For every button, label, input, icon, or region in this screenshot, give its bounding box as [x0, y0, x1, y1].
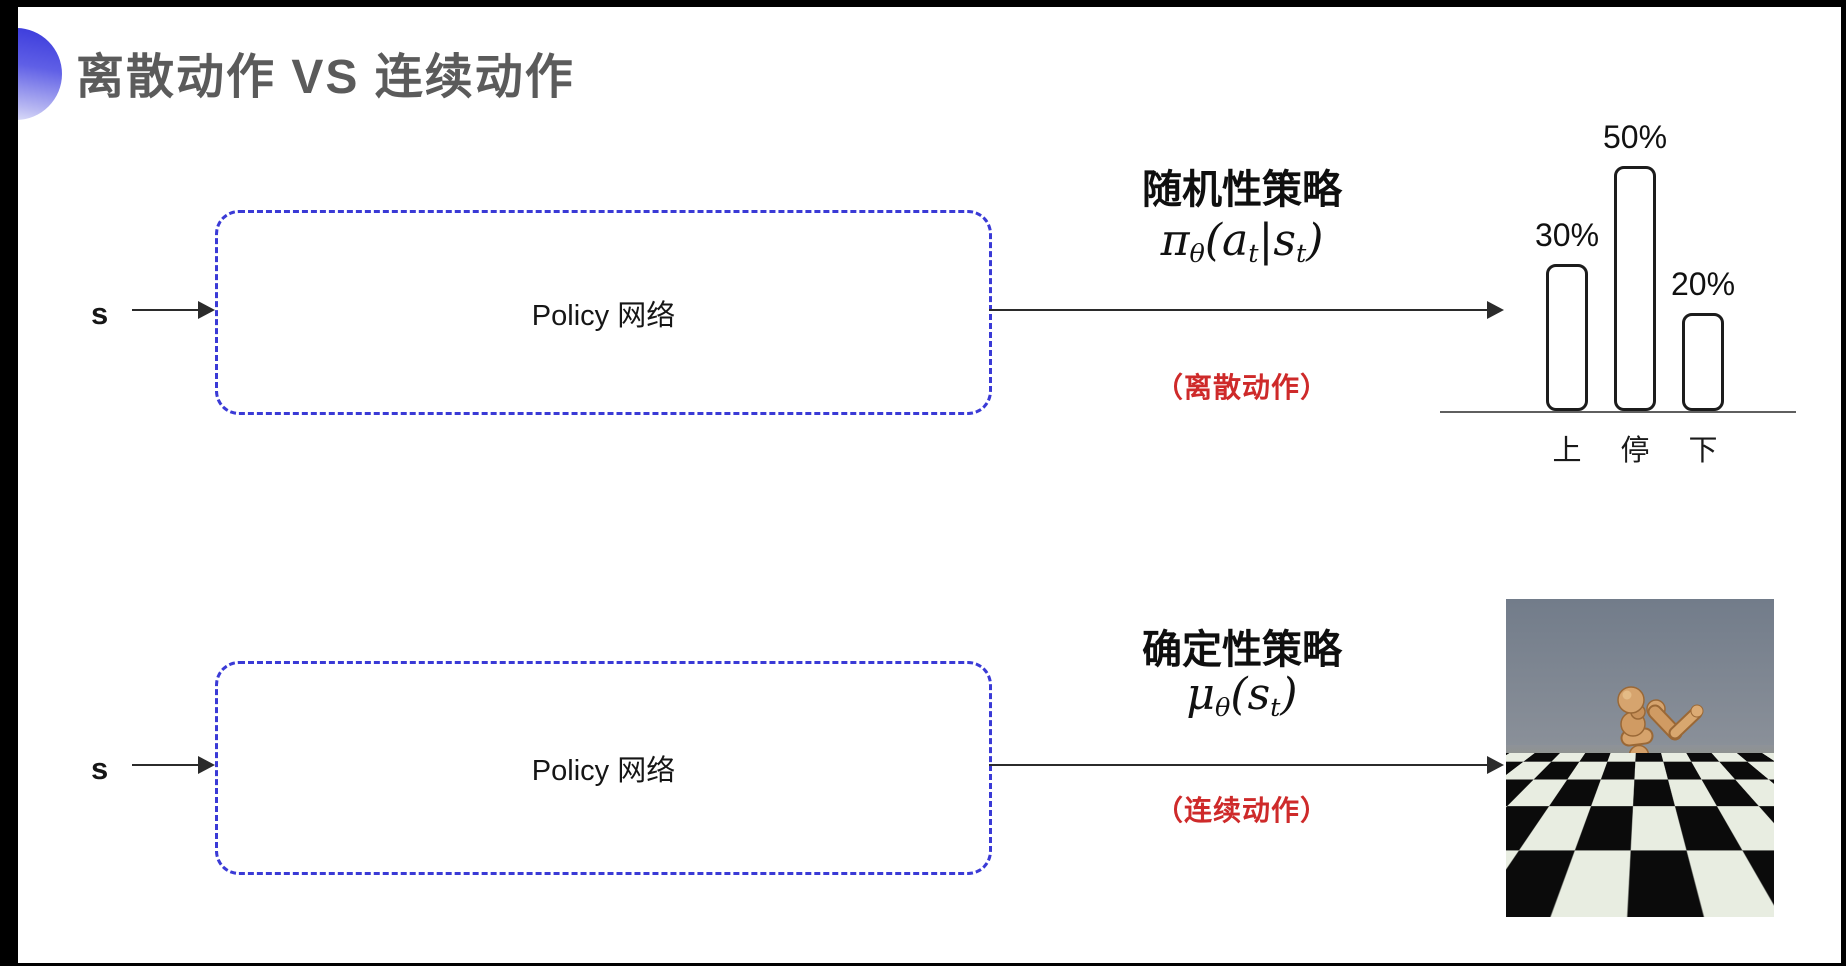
- page-title: 离散动作 VS 连续动作: [76, 51, 575, 104]
- slide-canvas: 离散动作 VS 连续动作 s Policy 网络 随机性策略 πθ(at|st)…: [18, 7, 1841, 963]
- policy-network-label-top: Policy 网络: [531, 299, 676, 332]
- bar-rect: [1614, 166, 1656, 411]
- bar-chart-axis: [1440, 411, 1796, 413]
- formula-segment: t: [1270, 693, 1281, 724]
- input-arrowhead-top: [198, 301, 215, 319]
- formula-segment: (: [1204, 215, 1223, 266]
- policy-formula-top: πθ(at|st): [1092, 215, 1392, 269]
- policy-type-title-top: 随机性策略: [1142, 168, 1342, 212]
- bar-chart-bars: 30% 50% 20%: [1535, 119, 1735, 411]
- action-note-top: （离散动作）: [1154, 372, 1329, 403]
- bar-column: 30%: [1535, 217, 1599, 411]
- input-arrow-line-bottom: [132, 764, 200, 766]
- formula-segment: π: [1160, 215, 1190, 266]
- humanoid-robot-figure: [1582, 686, 1704, 866]
- policy-network-box-bottom: Policy 网络: [215, 661, 992, 875]
- formula-segment: μ: [1186, 669, 1216, 720]
- bar-rect: [1682, 313, 1724, 411]
- humanoid-simulation-image: [1506, 599, 1774, 917]
- output-arrowhead-top: [1487, 301, 1504, 319]
- bar-category-label: 下: [1688, 435, 1718, 467]
- bar-value-label: 30%: [1534, 217, 1600, 253]
- bar-value-label: 50%: [1602, 119, 1668, 155]
- formula-segment: s: [1273, 215, 1296, 266]
- formula-segment: a: [1222, 215, 1249, 266]
- formula-segment: ): [1280, 669, 1298, 720]
- title-bullet-icon: [18, 28, 62, 120]
- output-arrow-line-bottom: [989, 764, 1489, 766]
- bar-value-label: 20%: [1670, 266, 1736, 302]
- formula-segment: t: [1248, 239, 1259, 270]
- policy-formula-bottom: μθ(st): [1092, 669, 1392, 723]
- output-arrowhead-bottom: [1487, 756, 1504, 774]
- formula-segment: s: [1247, 669, 1271, 720]
- formula-segment: ): [1306, 215, 1324, 266]
- state-input-label-bottom: s: [91, 751, 109, 786]
- bar-column: 20%: [1671, 266, 1735, 411]
- action-note-bottom: （连续动作）: [1154, 795, 1329, 826]
- policy-network-label-bottom: Policy 网络: [531, 755, 676, 787]
- bar-rect: [1546, 264, 1588, 411]
- output-arrow-line-top: [989, 309, 1489, 311]
- formula-segment: θ: [1189, 239, 1205, 270]
- formula-segment: |: [1258, 215, 1274, 266]
- policy-type-title-bottom: 确定性策略: [1142, 628, 1342, 672]
- formula-segment: t: [1295, 239, 1307, 270]
- state-input-label-top: s: [91, 296, 109, 331]
- policy-network-box-top: Policy 网络: [215, 210, 992, 415]
- bar-category-label: 上: [1552, 435, 1582, 467]
- formula-segment: θ: [1215, 693, 1231, 724]
- bar-column: 50%: [1603, 119, 1667, 411]
- formula-segment: (: [1230, 669, 1248, 720]
- bar-chart-categories: 上停下: [1546, 427, 1724, 469]
- bar-category-label: 停: [1620, 435, 1650, 467]
- input-arrowhead-bottom: [198, 756, 215, 774]
- input-arrow-line-top: [132, 309, 200, 311]
